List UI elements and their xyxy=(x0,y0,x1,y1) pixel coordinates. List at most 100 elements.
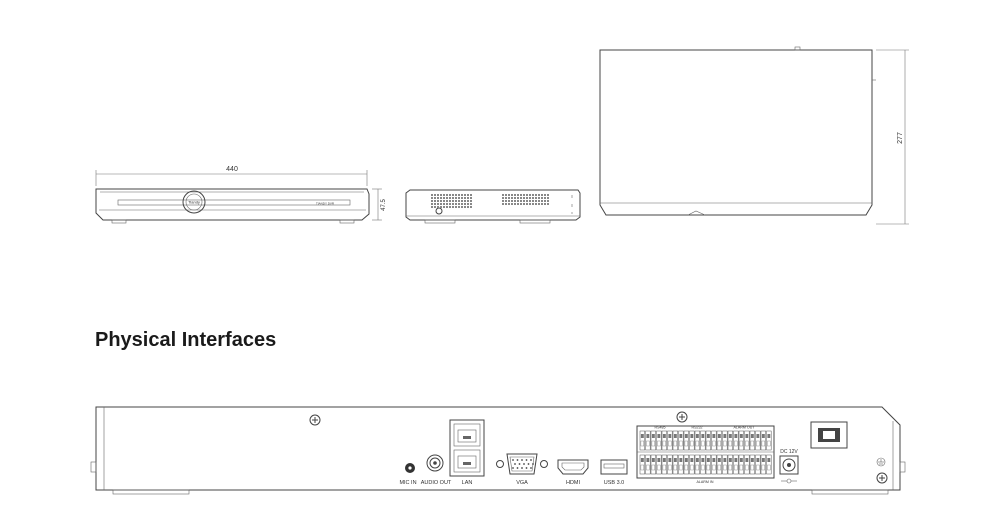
terminal-screw xyxy=(723,434,727,438)
vent-hole xyxy=(520,200,522,202)
terminal-screw xyxy=(717,458,721,462)
vent-hole xyxy=(502,200,504,202)
vent-hole xyxy=(517,194,519,196)
lan-port xyxy=(449,419,485,477)
terminal-block xyxy=(636,425,775,479)
vga-pin xyxy=(527,463,530,465)
terminal-screw xyxy=(712,458,716,462)
vent-hole xyxy=(431,197,433,199)
terminal-slot xyxy=(678,454,684,475)
vent-hole xyxy=(544,197,546,199)
vent-hole xyxy=(443,197,445,199)
vent-hole xyxy=(535,197,537,199)
vent-hole xyxy=(535,200,537,202)
vga-pin xyxy=(525,459,528,461)
vent-hole xyxy=(464,194,466,196)
vent-hole xyxy=(467,197,469,199)
terminal-hole xyxy=(679,440,683,447)
vent-hole xyxy=(458,194,460,196)
vent-hole xyxy=(538,203,540,205)
terminal-slot xyxy=(716,454,722,475)
terminal-hole xyxy=(706,440,711,447)
vent-hole xyxy=(443,194,445,196)
vent-hole xyxy=(511,200,513,202)
front-foot-left xyxy=(111,219,127,224)
terminal-hole xyxy=(712,440,716,447)
vent-hole xyxy=(440,197,442,199)
terminal-screw xyxy=(657,458,661,462)
front-strip-text: TIANDY DVR xyxy=(316,201,335,205)
vent-hole xyxy=(455,206,457,208)
vent-hole xyxy=(440,206,442,208)
terminal-slot xyxy=(727,430,733,451)
terminal-hole xyxy=(690,464,694,471)
vent-hole xyxy=(458,200,460,202)
vent-hole xyxy=(440,194,442,196)
vent-hole xyxy=(511,197,513,199)
terminal-hole xyxy=(728,464,733,471)
terminal-slot xyxy=(656,430,662,451)
mic-in-label: MIC IN xyxy=(399,480,416,486)
vent-hole xyxy=(449,197,451,199)
vent-hole xyxy=(443,203,445,205)
vent-hole xyxy=(514,194,516,196)
terminal-slot xyxy=(661,430,667,451)
rs485-label: RS485 xyxy=(655,426,666,430)
terminal-screw xyxy=(717,434,721,438)
terminal-slot xyxy=(760,454,766,475)
vent-hole xyxy=(505,194,507,196)
terminal-slot xyxy=(738,454,744,475)
terminal-hole xyxy=(734,464,738,471)
terminal-hole xyxy=(657,440,661,447)
terminal-hole xyxy=(723,464,727,471)
brand-badge: Tiandy xyxy=(188,200,200,205)
vent-hole xyxy=(437,206,439,208)
vent-hole xyxy=(523,203,525,205)
terminal-screw xyxy=(761,434,765,438)
vent-hole xyxy=(449,206,451,208)
vent-hole xyxy=(452,197,454,199)
vent-hole xyxy=(508,203,510,205)
terminal-hole xyxy=(734,440,738,447)
vent-hole xyxy=(458,197,460,199)
terminal-hole xyxy=(767,464,771,471)
vent-hole xyxy=(464,206,466,208)
terminal-hole xyxy=(717,464,722,471)
vga-pin xyxy=(521,467,523,469)
terminal-hole xyxy=(745,464,749,471)
terminal-screw xyxy=(695,458,699,462)
vent-hole xyxy=(529,200,531,202)
vent-hole xyxy=(446,203,448,205)
vent-hole xyxy=(511,203,513,205)
terminal-hole xyxy=(739,440,744,447)
vent-hole xyxy=(461,203,463,205)
vent-hole xyxy=(446,206,448,208)
vent-hole xyxy=(461,194,463,196)
terminal-screw xyxy=(701,458,705,462)
terminal-slot xyxy=(656,454,662,475)
terminal-slot xyxy=(645,430,651,451)
vent-hole xyxy=(455,194,457,196)
vent-hole xyxy=(467,200,469,202)
terminal-hole xyxy=(662,440,667,447)
vent-hole xyxy=(532,203,534,205)
terminal-screw xyxy=(701,434,705,438)
vent-hole xyxy=(532,194,534,196)
vent-hole xyxy=(511,194,513,196)
alarm-out-label: ALARM OUT xyxy=(734,426,756,430)
terminal-hole xyxy=(684,464,689,471)
terminal-hole xyxy=(646,464,650,471)
vent-hole xyxy=(449,194,451,196)
vent-hole xyxy=(470,200,472,202)
terminal-slot xyxy=(694,430,700,451)
vga-pin xyxy=(521,459,523,461)
terminal-slot xyxy=(667,454,673,475)
terminal-hole xyxy=(701,464,705,471)
terminal-hole xyxy=(750,440,755,447)
vent-hole xyxy=(431,206,433,208)
vent-hole xyxy=(535,203,537,205)
vent-hole xyxy=(431,200,433,202)
terminal-hole xyxy=(723,440,727,447)
vent-hole xyxy=(514,203,516,205)
terminal-slot xyxy=(678,430,684,451)
